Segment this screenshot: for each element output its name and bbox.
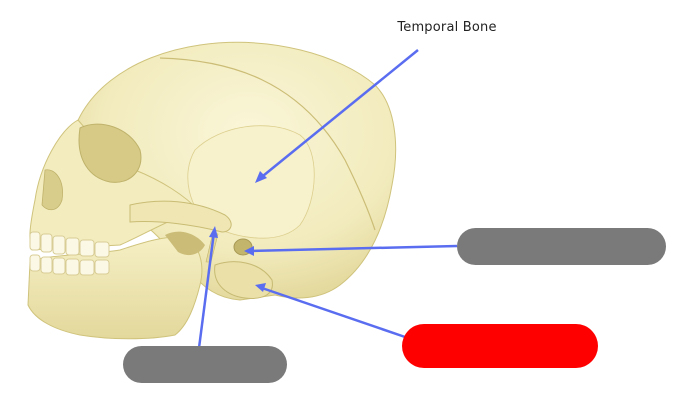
arrow-mastoid [259,287,408,338]
temporal-bone-label: Temporal Bone [352,20,542,35]
answer-box-mastoid-highlighted[interactable] [402,324,598,368]
answer-box-ear-canal[interactable] [457,228,666,265]
answer-box-styloid[interactable] [123,346,287,383]
